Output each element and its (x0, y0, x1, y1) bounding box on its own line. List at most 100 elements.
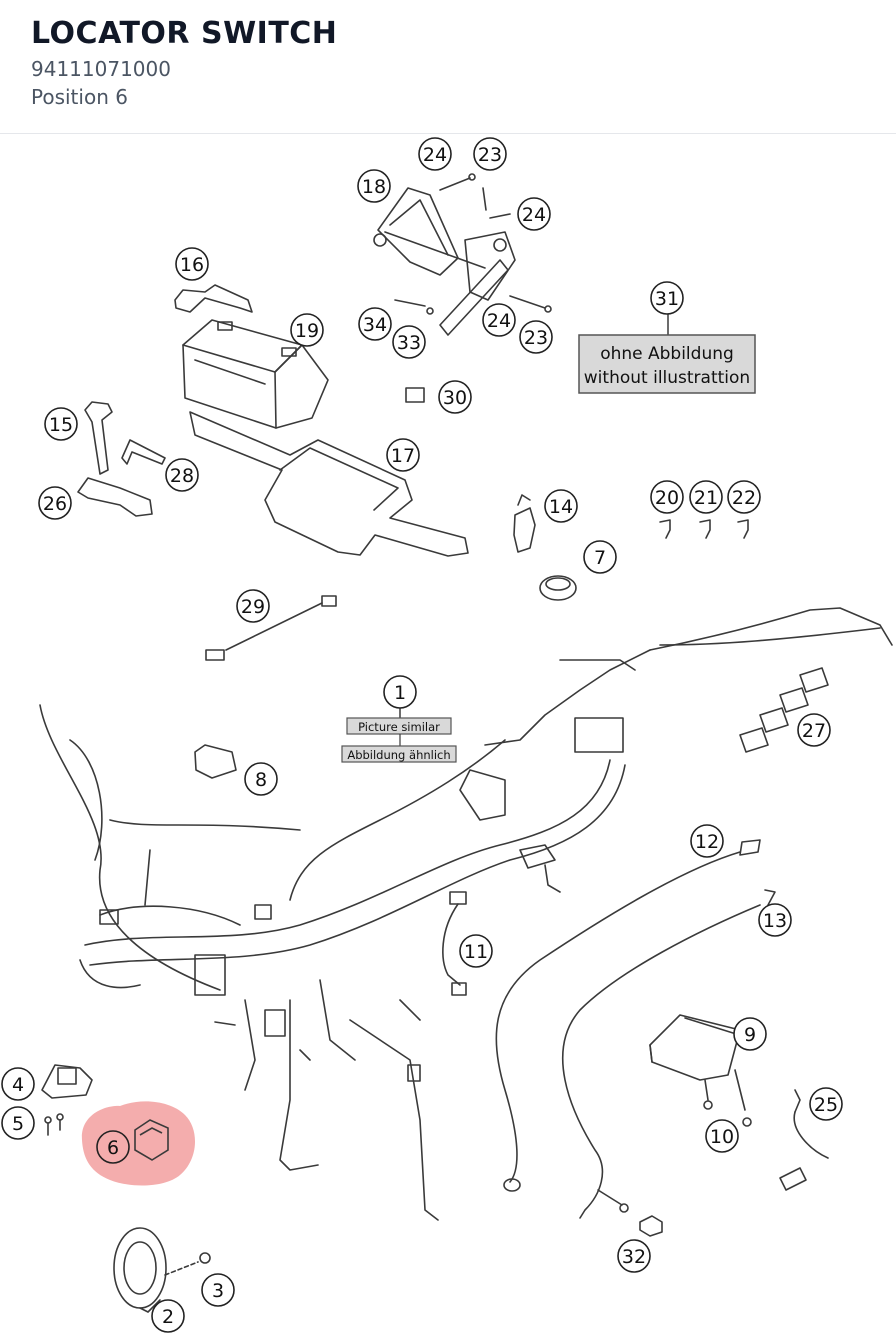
callout-13[interactable]: 13 (758, 903, 792, 937)
bracket-26 (77, 477, 153, 517)
callout-circle (482, 303, 516, 337)
cable-13 (562, 889, 776, 1219)
part-title: LOCATOR SWITCH (31, 16, 338, 51)
callout-16[interactable]: 16 (175, 247, 209, 281)
callout-circle (727, 480, 761, 514)
callout-label: 12 (695, 831, 719, 853)
callout-circle (236, 589, 270, 623)
callout-12[interactable]: 12 (690, 824, 724, 858)
callout-28[interactable]: 28 (165, 458, 199, 492)
callout-circle (357, 169, 391, 203)
callout-label: 27 (802, 720, 826, 742)
callout-label: 4 (12, 1074, 24, 1096)
horn-2 (113, 1227, 167, 1313)
callout-circle (96, 1130, 130, 1164)
callout-circle (797, 713, 831, 747)
callout-circle (650, 281, 684, 315)
callout-label: 33 (397, 332, 421, 354)
callout-circle (705, 1119, 739, 1153)
callout-label: 32 (622, 1246, 646, 1268)
callout-4[interactable]: 4 (1, 1067, 35, 1101)
callout-21[interactable]: 21 (689, 480, 723, 514)
callout-26[interactable]: 26 (38, 486, 72, 520)
callout-circle (733, 1017, 767, 1051)
callout-7[interactable]: 7 (583, 540, 617, 574)
callout-9[interactable]: 9 (733, 1017, 767, 1051)
note-picture-similar: Picture similar Abbildung ähnlich (341, 705, 457, 763)
callout-23[interactable]: 23 (473, 137, 507, 171)
part-30 (405, 387, 425, 403)
callout-label: 17 (391, 445, 415, 467)
callout-30[interactable]: 30 (438, 380, 472, 414)
callout-27[interactable]: 27 (797, 713, 831, 747)
callout-29[interactable]: 29 (236, 589, 270, 623)
callout-label: 23 (524, 327, 548, 349)
callout-32[interactable]: 32 (617, 1239, 651, 1273)
callout-18[interactable]: 18 (357, 169, 391, 203)
callout-31[interactable]: 31 (650, 281, 684, 315)
relays-27 (739, 667, 829, 753)
callout-circle (809, 1087, 843, 1121)
callout-circle (689, 480, 723, 514)
callout-19[interactable]: 19 (290, 313, 324, 347)
clip-28 (121, 439, 166, 465)
callout-34[interactable]: 34 (358, 307, 392, 341)
regulator-9 (649, 1014, 752, 1127)
callout-circle (418, 137, 452, 171)
callout-label: 24 (423, 144, 447, 166)
callout-circle (1, 1067, 35, 1101)
callout-8[interactable]: 8 (244, 762, 278, 796)
callout-22[interactable]: 22 (727, 480, 761, 514)
callout-10[interactable]: 10 (705, 1119, 739, 1153)
callout-24[interactable]: 24 (482, 303, 516, 337)
callout-label: 22 (732, 487, 756, 509)
callout-23[interactable]: 23 (519, 320, 553, 354)
callout-6[interactable]: 6 (96, 1130, 130, 1164)
note-ohne-abbildung: ohne Abbildung (600, 344, 734, 364)
main-wiring-harness (39, 607, 893, 1221)
callout-circle (617, 1239, 651, 1273)
callout-label: 1 (394, 682, 406, 704)
callout-circle (517, 197, 551, 231)
battery-tray (189, 411, 469, 557)
callout-2[interactable]: 2 (151, 1299, 185, 1333)
callout-25[interactable]: 25 (809, 1087, 843, 1121)
callout-circle (175, 247, 209, 281)
part-header: LOCATOR SWITCH 94111071000 Position 6 (0, 0, 896, 134)
locator-switch-highlight[interactable] (81, 1101, 196, 1186)
callout-label: 20 (655, 487, 679, 509)
callout-24[interactable]: 24 (517, 197, 551, 231)
screw-3 (164, 1252, 211, 1276)
callout-11[interactable]: 11 (459, 934, 493, 968)
callout-20[interactable]: 20 (650, 480, 684, 514)
callout-circle (38, 486, 72, 520)
locator-relay-14 (513, 494, 536, 553)
callout-circle (473, 137, 507, 171)
callout-circle (758, 903, 792, 937)
connector-8 (194, 744, 237, 779)
callout-label: 31 (655, 288, 679, 310)
screws-5 (44, 1113, 64, 1136)
callout-circle (392, 325, 426, 359)
part-position: Position 6 (31, 85, 128, 109)
ring-7 (539, 575, 577, 601)
callout-3[interactable]: 3 (201, 1273, 235, 1307)
callout-1[interactable]: 1 (383, 675, 417, 709)
callout-circle (438, 380, 472, 414)
callout-14[interactable]: 14 (544, 489, 578, 523)
callout-5[interactable]: 5 (1, 1106, 35, 1140)
callout-label: 16 (180, 254, 204, 276)
cable-29 (205, 595, 337, 661)
exploded-diagram: ohne Abbildung without illustrattion Pic… (0, 135, 896, 1335)
callout-circle (358, 307, 392, 341)
callout-17[interactable]: 17 (386, 438, 420, 472)
cable-11 (442, 891, 467, 996)
callout-33[interactable]: 33 (392, 325, 426, 359)
callout-24[interactable]: 24 (418, 137, 452, 171)
callout-circle (383, 675, 417, 709)
callout-circle (244, 762, 278, 796)
callout-15[interactable]: 15 (44, 407, 78, 441)
callout-label: 34 (363, 314, 387, 336)
nut-32 (639, 1215, 663, 1237)
callout-circle (544, 489, 578, 523)
